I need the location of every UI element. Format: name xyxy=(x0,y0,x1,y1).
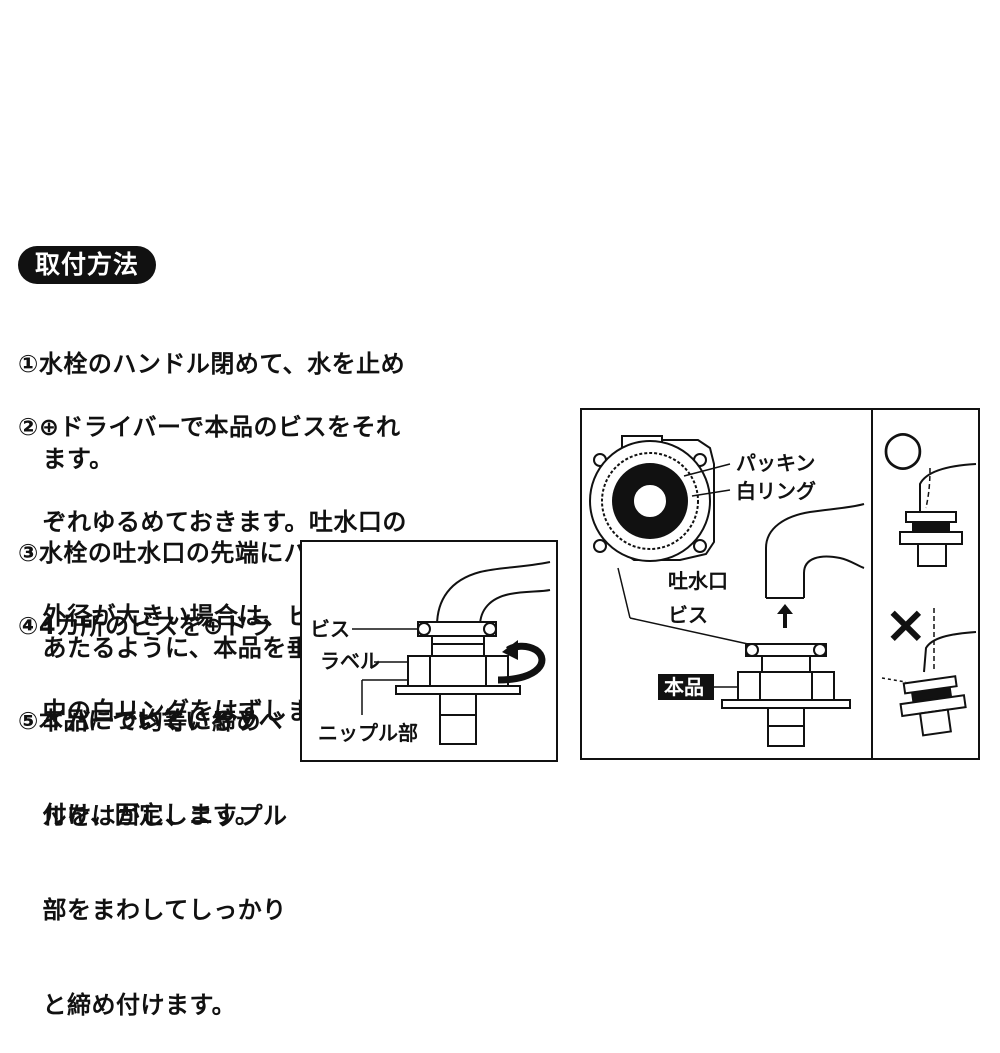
label-spout: 吐水口 xyxy=(668,569,728,593)
product-side-view xyxy=(721,643,851,747)
label-white-ring: 白リング xyxy=(736,479,816,503)
step-5-line-1: ⑤本品についているラベ xyxy=(18,707,284,735)
product-top-view xyxy=(589,435,715,562)
spout-pipe xyxy=(765,503,865,598)
ng-example xyxy=(881,608,977,737)
step-2-line-2: ぞれゆるめておきます。吐水口の xyxy=(18,507,407,536)
label-nipple: ニップル部 xyxy=(318,721,418,745)
product-tag xyxy=(658,674,714,700)
step-5: ⑤本品についているラベ ルをはがし、ニップル 部をまわしてしっかり と締め付けま… xyxy=(18,643,288,1053)
label-screw: ビス xyxy=(310,617,350,641)
packing-insertion-figure: パッキン 白リング 吐水口 ビス 本品 ○ × xyxy=(580,408,980,760)
section-title: 取付方法 xyxy=(18,246,156,284)
label-label: ラベル xyxy=(320,649,380,673)
label-screw-right: ビス xyxy=(668,603,708,627)
step-1: ①水栓のハンドル閉めて、水を止め ます。 xyxy=(18,286,405,507)
nipple-part xyxy=(439,693,477,745)
step-4-line-3: 付け、固定します。 xyxy=(18,801,260,829)
label-product: 本品 xyxy=(664,675,704,699)
step-5-line-2: ルをはがし、ニップル xyxy=(18,801,288,830)
ok-mark-icon: ○ xyxy=(882,420,924,476)
step-5-line-3: 部をまわしてしっかり xyxy=(18,896,287,924)
step-1-line-1: ①水栓のハンドル閉めて、水を止め xyxy=(18,350,406,378)
step-4: ④4カ所のビスを⊕ドラ イバーで均等に締め 付け、固定します。 xyxy=(18,548,273,863)
ng-mark-icon: × xyxy=(884,595,928,655)
product-body xyxy=(395,621,521,745)
step-4-line-2: イバーで均等に締め xyxy=(18,706,262,735)
faucet-pipe xyxy=(436,561,551,627)
step-4-line-1: ④4カ所のビスを⊕ドラ xyxy=(18,612,273,640)
screw-icon xyxy=(417,622,431,636)
label-packing: パッキン xyxy=(736,451,815,475)
step-5-line-4: と締め付けます。 xyxy=(18,990,237,1019)
step-2-line-1: ②⊕ドライバーで本品のビスをそれ xyxy=(18,413,401,441)
ok-example xyxy=(899,463,977,567)
step-1-line-2: ます。 xyxy=(18,444,114,473)
nipple-tightening-figure: ビス ラベル ニップル部 xyxy=(300,540,558,762)
